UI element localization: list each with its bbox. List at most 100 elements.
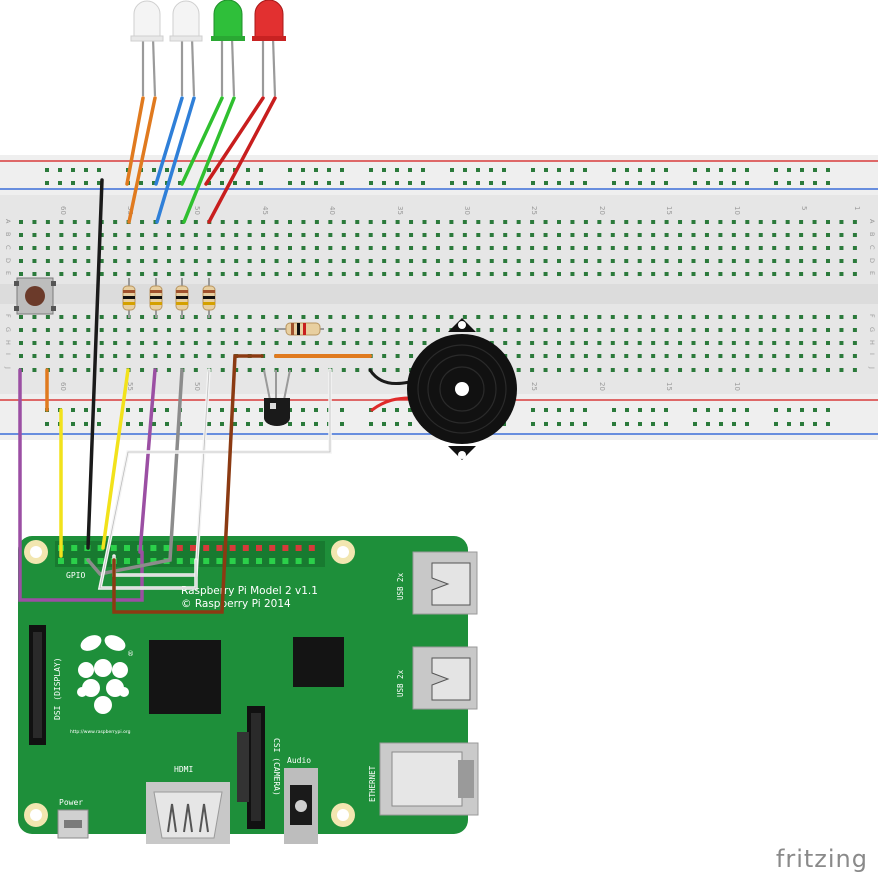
- breadboard-hole: [799, 354, 804, 358]
- breadboard-hole: [368, 220, 373, 224]
- breadboard-hole: [731, 272, 736, 276]
- rail-hole: [745, 168, 749, 172]
- breadboard-hole: [261, 233, 266, 237]
- gpio-pin: [242, 558, 249, 564]
- breadboard-hole: [812, 328, 817, 332]
- breadboard-hole: [637, 341, 642, 345]
- breadboard-hole: [772, 246, 777, 250]
- rail-hole: [583, 168, 587, 172]
- breadboard-hole: [113, 341, 118, 345]
- breadboard-hole: [99, 328, 104, 332]
- rail-hole: [178, 181, 182, 185]
- breadboard-hole: [516, 315, 521, 319]
- breadboard-hole: [516, 354, 521, 358]
- breadboard-hole: [597, 220, 602, 224]
- breadboard-hole: [166, 315, 171, 319]
- breadboard-hole: [220, 341, 225, 345]
- wire-yellow-led: [101, 368, 130, 550]
- csi-label: CSI (CAMERA): [272, 738, 281, 796]
- breadboard-hole: [45, 328, 50, 332]
- breadboard-hole: [355, 341, 360, 345]
- rail-hole: [340, 408, 344, 412]
- breadboard-hole: [59, 328, 64, 332]
- gpio-pin: [216, 545, 223, 551]
- rail-hole: [732, 408, 736, 412]
- breadboard-hole: [462, 233, 467, 237]
- fritzing-brand-label: fritzing: [775, 845, 868, 873]
- breadboard-hole: [301, 259, 306, 263]
- power-label: Power: [59, 798, 83, 807]
- gpio-pin: [216, 558, 223, 564]
- breadboard-hole: [422, 315, 427, 319]
- rail-hole: [570, 181, 574, 185]
- column-number: 50: [193, 206, 201, 215]
- rail-hole: [259, 422, 263, 426]
- rail-hole: [570, 168, 574, 172]
- rail-hole: [165, 422, 169, 426]
- gpio-pin: [71, 558, 78, 564]
- breadboard-hole: [288, 246, 292, 250]
- breadboard-hole: [745, 233, 750, 237]
- rail-hole: [165, 408, 169, 412]
- gpio-pin: [256, 558, 262, 564]
- breadboard-hole: [193, 354, 198, 358]
- breadboard-hole: [826, 272, 830, 276]
- row-letter: B: [868, 232, 876, 236]
- breadboard-hole: [301, 272, 306, 276]
- breadboard-hole: [745, 220, 750, 224]
- breadboard-hole: [153, 233, 158, 237]
- rail-hole: [301, 422, 305, 426]
- breadboard-hole: [314, 233, 319, 237]
- gpio-pin: [282, 558, 289, 564]
- breadboard-hole: [45, 246, 50, 250]
- rail-hole: [544, 422, 548, 426]
- gpio-pin: [97, 558, 104, 564]
- breadboard-hole: [570, 272, 575, 276]
- breadboard-hole: [651, 220, 656, 224]
- push-button: [14, 277, 56, 315]
- breadboard-hole: [557, 328, 561, 332]
- breadboard-hole: [328, 246, 333, 250]
- rail-hole: [463, 181, 467, 185]
- rail-hole: [826, 168, 830, 172]
- rail-hole: [288, 168, 292, 172]
- rail-hole: [544, 168, 548, 172]
- model-label: Raspberry Pi Model 2 v1.1: [181, 585, 318, 597]
- breadboard-hole: [516, 220, 521, 224]
- breadboard-hole: [731, 341, 736, 345]
- gpio-pin: [190, 545, 196, 551]
- breadboard-hole: [99, 272, 104, 276]
- breadboard-hole: [570, 328, 575, 332]
- breadboard-hole: [355, 328, 360, 332]
- breadboard-hole: [207, 341, 212, 345]
- breadboard-hole: [368, 328, 373, 332]
- breadboard-hole: [422, 246, 427, 250]
- breadboard-hole: [153, 272, 158, 276]
- breadboard-hole: [799, 272, 804, 276]
- row-letter: I: [4, 353, 12, 355]
- breadboard-hole: [193, 315, 198, 319]
- rail-hole: [612, 168, 616, 172]
- copyright-label: © Raspberry Pi 2014: [181, 598, 291, 610]
- breadboard-hole: [32, 272, 37, 276]
- breadboard-hole: [274, 220, 279, 224]
- breadboard-hole: [368, 341, 373, 345]
- rail-hole: [152, 408, 156, 412]
- breadboard-hole: [220, 246, 225, 250]
- breadboard-hole: [59, 368, 64, 372]
- rail-hole: [97, 168, 101, 172]
- breadboard-hole: [543, 272, 548, 276]
- rail-hole: [288, 181, 292, 185]
- breadboard-hole: [234, 220, 239, 224]
- breadboard-hole: [758, 328, 763, 332]
- breadboard-hole: [19, 220, 23, 224]
- rail-hole: [638, 181, 642, 185]
- column-number: 1: [853, 206, 861, 210]
- breadboard-hole: [341, 220, 346, 224]
- breadboard-hole: [651, 368, 656, 372]
- breadboard-hole: [503, 220, 508, 224]
- breadboard-hole: [772, 220, 777, 224]
- website-label: http://www.raspberrypi.org: [70, 729, 131, 735]
- breadboard-hole: [664, 233, 669, 237]
- breadboard-hole: [678, 315, 683, 319]
